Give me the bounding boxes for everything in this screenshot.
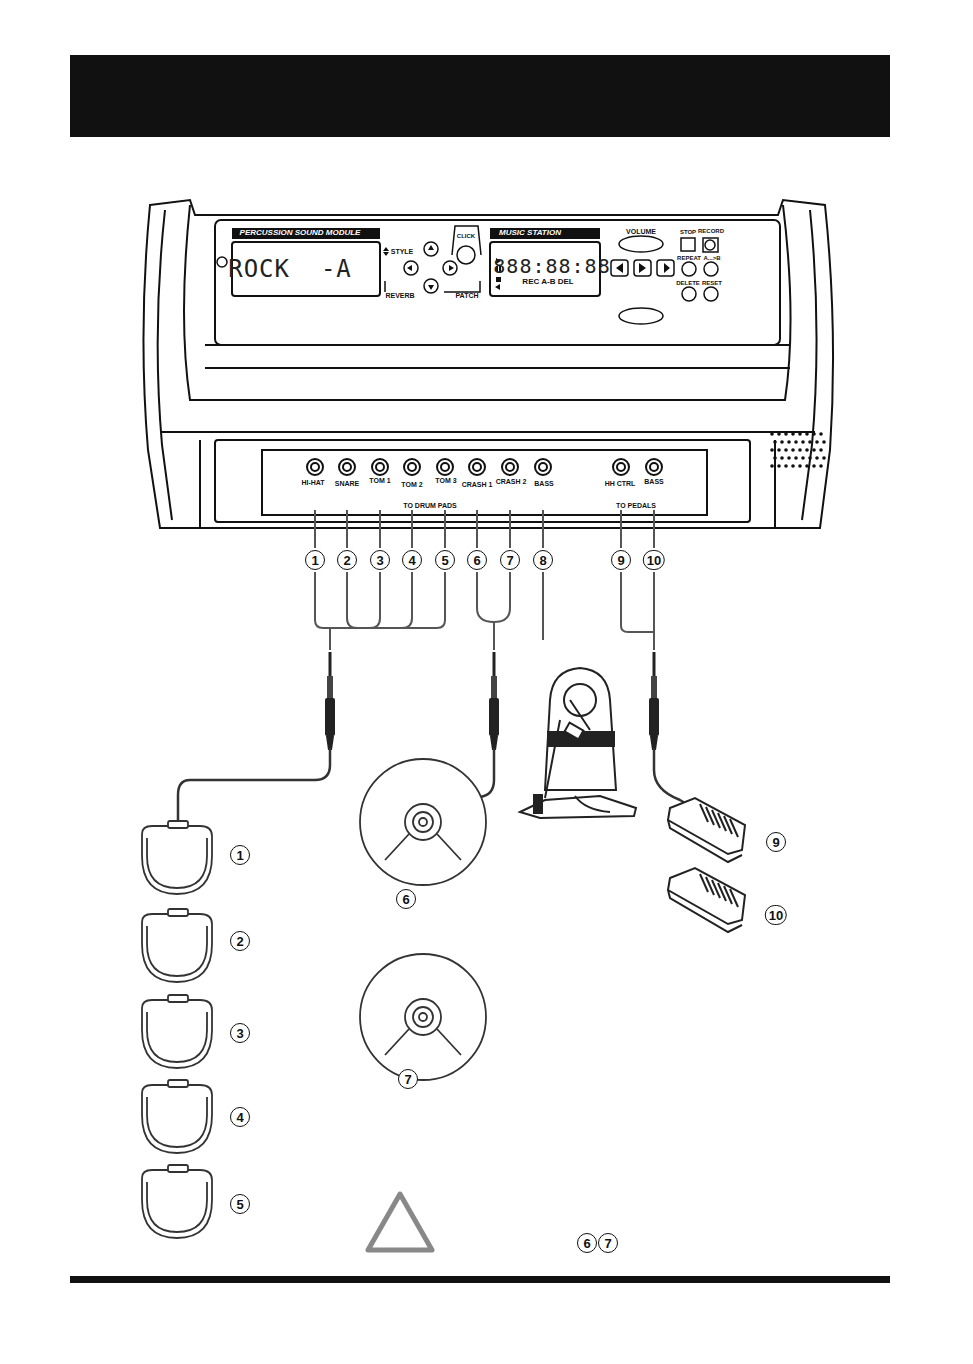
callout-number: 10 [643,550,665,570]
panel-label: STYLE [391,248,414,255]
panel-label: RECORD [698,228,724,234]
callout-number: 6 [396,889,416,909]
callout-number: 7 [598,1233,618,1253]
panel-label: BASS [534,480,553,487]
panel-label: DELETE [676,280,700,286]
panel-label: TO PEDALS [616,502,656,509]
panel-label: BASS [644,478,663,485]
panel-label: A...>B [703,255,720,261]
panel-label: STOP [680,229,696,235]
panel-label: HH CTRL [605,480,636,487]
callout-number: 5 [230,1194,250,1214]
panel-label: HI-HAT [301,479,324,486]
callout-number: 1 [230,845,250,865]
panel-label: SNARE [335,480,360,487]
callout-number: 3 [370,550,390,570]
panel-label: MUSIC STATION [496,228,564,238]
callout-number: 4 [230,1107,250,1127]
panel-label: REVERB [385,292,414,299]
callout-number: 6 [577,1233,597,1253]
callout-number: 10 [765,905,787,925]
callout-number: 2 [337,550,357,570]
panel-label: CRASH 1 [462,481,493,488]
callout-number: 4 [402,550,422,570]
panel-label: CLICK [457,233,475,239]
callout-number: 8 [533,550,553,570]
panel-label: TOM 3 [435,477,456,484]
callout-number: 7 [398,1069,418,1089]
callout-number: 5 [435,550,455,570]
callout-number: 1 [305,550,325,570]
panel-label: REC A-B DEL [522,278,573,286]
panel-label: CRASH 2 [496,478,527,485]
callout-number: 3 [230,1023,250,1043]
display-readout: ROCK -A [228,257,352,281]
callout-number: 9 [611,550,631,570]
panel-label: TOM 1 [369,477,390,484]
panel-label: TOM 2 [401,481,422,488]
callout-number: 6 [467,550,487,570]
panel-label: VOLUME [626,228,656,235]
callout-number: 7 [500,550,520,570]
panel-label: REPEAT [677,255,701,261]
callout-number: 9 [766,832,786,852]
panel-label: PERCUSSION SOUND MODULE [237,228,364,238]
panel-label: TO DRUM PADS [403,502,456,509]
display-readout: 888:88:88 [493,256,610,276]
callout-number: 2 [230,931,250,951]
panel-label: RESET [702,280,722,286]
panel-label: PATCH [455,292,478,299]
